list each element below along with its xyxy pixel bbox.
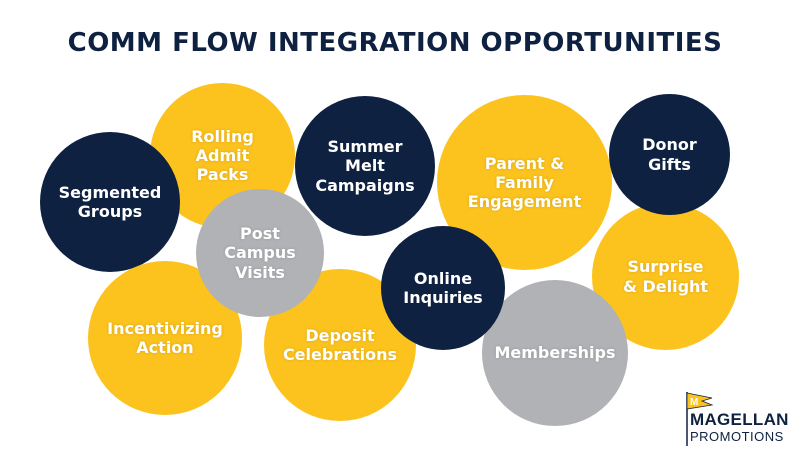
bubble-online-inquiries: Online Inquiries: [381, 226, 505, 350]
logo-line2: PROMOTIONS: [690, 429, 784, 444]
logo-line1: MAGELLAN: [690, 410, 789, 429]
bubble-label: Surprise & Delight: [622, 257, 709, 296]
bubble-label: Parent & Family Engagement: [467, 153, 582, 212]
bubble-label: Incentivizing Action: [107, 318, 223, 357]
flag-icon: M: [686, 392, 714, 446]
bubble-label: Rolling Admit Packs: [191, 126, 254, 185]
bubble-label: Memberships: [494, 343, 616, 363]
bubble-label: Online Inquiries: [403, 268, 483, 307]
page-title: COMM FLOW INTEGRATION OPPORTUNITIES: [67, 28, 723, 58]
bubble-post-campus-visits: Post Campus Visits: [196, 189, 324, 317]
bubble-segmented-groups: Segmented Groups: [40, 132, 180, 272]
bubble-label: Post Campus Visits: [224, 224, 296, 282]
magellan-logo: M MAGELLAN PROMOTIONS: [682, 390, 797, 448]
svg-text:M: M: [690, 397, 698, 408]
bubble-summer-melt-campaigns: Summer Melt Campaigns: [295, 96, 435, 236]
bubble-donor-gifts: Donor Gifts: [609, 94, 730, 215]
bubble-label: Deposit Celebrations: [282, 325, 398, 364]
bubble-label: Summer Melt Campaigns: [315, 137, 415, 195]
bubble-memberships: Memberships: [482, 280, 628, 426]
bubble-label: Segmented Groups: [58, 182, 162, 221]
bubble-label: Donor Gifts: [642, 135, 697, 174]
